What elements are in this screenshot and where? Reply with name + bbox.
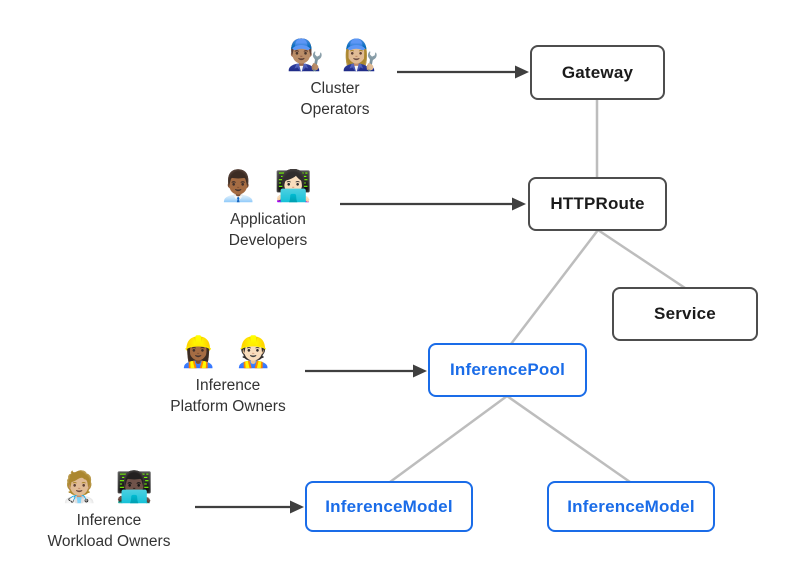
node-inferencepool: InferencePool — [428, 343, 587, 397]
hierarchy-connectors — [389, 99, 686, 484]
node-inferencemodel-left: InferenceModel — [305, 481, 473, 532]
actor-application-developers-label: Application Developers — [228, 211, 308, 249]
actor-cluster-operators: 👨🏽‍🔧 👩🏼‍🔧 Cluster Operators — [255, 36, 415, 120]
actor-inference-workload-owners: 🧑🏼‍⚕️ 👨🏿‍💻 Inference Workload Owners — [21, 468, 197, 552]
actor-arrows — [195, 65, 529, 514]
construction-workers-emoji-icon: 👷🏾‍♀️ 👷🏻 — [179, 335, 277, 370]
actor-inference-workload-owners-label: Inference Workload Owners — [47, 512, 171, 550]
actor-cluster-operators-label: Cluster Operators — [300, 80, 370, 118]
arrow-platform-owners-head — [413, 364, 427, 378]
node-inferencemodel-right: InferenceModel — [547, 481, 715, 532]
office-worker-technologist-emoji-icon: 👨🏾‍💼 👩🏻‍💻 — [219, 169, 317, 204]
actor-inference-platform-owners: 👷🏾‍♀️ 👷🏻 Inference Platform Owners — [142, 333, 314, 417]
node-service: Service — [612, 287, 758, 341]
arrow-workload-owners-head — [290, 500, 304, 514]
connector-httproute-service — [597, 228, 686, 290]
connector-httproute-inferencepool — [510, 229, 599, 345]
arrow-cluster-operators-head — [515, 65, 529, 79]
actor-inference-platform-owners-label: Inference Platform Owners — [170, 377, 286, 415]
node-httproute: HTTPRoute — [528, 177, 667, 231]
connector-inferencepool-model-right — [506, 394, 631, 484]
health-worker-technologist-emoji-icon: 🧑🏼‍⚕️ 👨🏿‍💻 — [60, 470, 158, 505]
node-gateway: Gateway — [530, 45, 665, 100]
mechanics-emoji-icon: 👨🏽‍🔧 👩🏼‍🔧 — [286, 38, 384, 73]
connector-inferencepool-model-left — [389, 394, 508, 484]
arrow-application-developers-head — [512, 197, 526, 211]
actor-application-developers: 👨🏾‍💼 👩🏻‍💻 Application Developers — [188, 167, 348, 251]
